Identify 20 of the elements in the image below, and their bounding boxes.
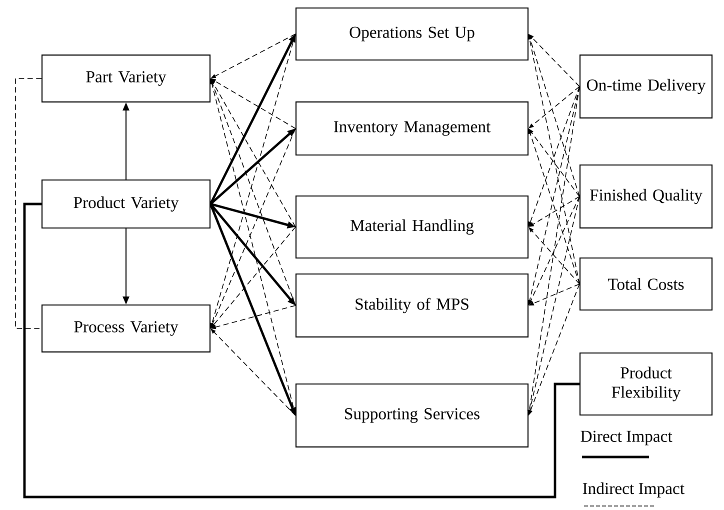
arrow [210,328,296,416]
factor-box: Product Variety [41,179,211,229]
operation-box: Inventory Management [295,101,529,156]
operation-box: Material Handling [295,195,529,259]
operation-box: Stability of MPS [295,274,529,338]
connector-line [23,202,580,498]
operation-box: Operations Set Up [295,7,529,61]
legend-label: Direct Impact [580,430,672,446]
arrow [210,226,296,328]
outcome-box: On-time Delivery [579,54,713,118]
connector-line [15,78,42,329]
factor-box: Process Variety [41,304,211,352]
factor-box: Part Variety [41,54,211,102]
arrow [528,227,580,284]
outcome-box: Product Flexibility [579,352,713,416]
outcome-box: Finished Quality [579,164,713,228]
operation-box: Supporting Services [295,384,529,448]
arrow [528,34,580,87]
legend-label: Indirect Impact [582,482,684,498]
outcome-box: Total Costs [579,257,713,311]
